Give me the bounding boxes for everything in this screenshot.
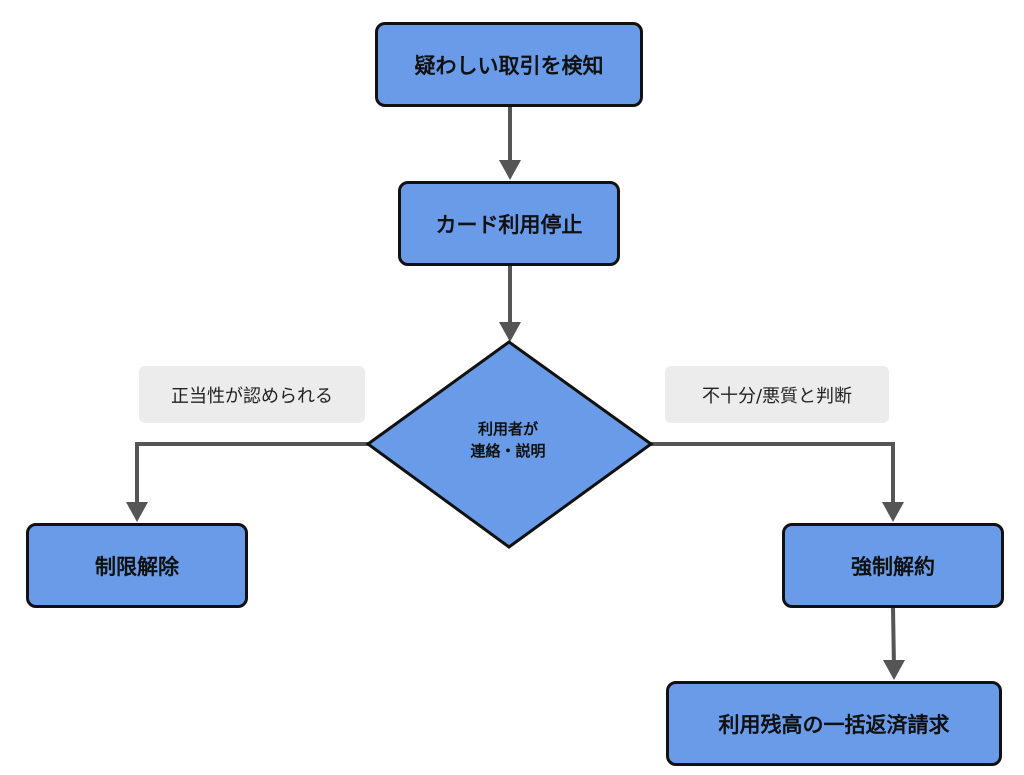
decision-label-line2: 連絡・説明 — [470, 442, 546, 460]
edge-decision-to-terminate — [651, 442, 895, 510]
arrowhead-decision — [499, 322, 521, 342]
arrowhead-terminate — [882, 502, 904, 522]
node-detect-suspicious-transaction: 疑わしい取引を検知 — [375, 22, 643, 107]
node-lump-sum-repayment-claim: 利用残高の一括返済請求 — [666, 681, 1002, 766]
decision-diamond — [365, 340, 654, 549]
decision-label: 利用者が 連絡・説明 — [410, 418, 606, 462]
edge-decision-to-lift — [135, 442, 368, 510]
node-restriction-lifted: 制限解除 — [26, 523, 248, 608]
edge-label-legitimate: 正当性が認められる — [139, 366, 365, 423]
arrowhead-suspend — [499, 160, 521, 180]
edge-label-malicious: 不十分/悪質と判断 — [665, 366, 889, 423]
edge-terminate-to-claim — [891, 606, 896, 669]
node-card-suspension: カード利用停止 — [398, 181, 620, 266]
arrowhead-claim — [883, 660, 905, 680]
node-forced-termination: 強制解約 — [782, 523, 1004, 608]
decision-label-line1: 利用者が — [477, 420, 538, 438]
arrowhead-lift — [126, 502, 148, 522]
